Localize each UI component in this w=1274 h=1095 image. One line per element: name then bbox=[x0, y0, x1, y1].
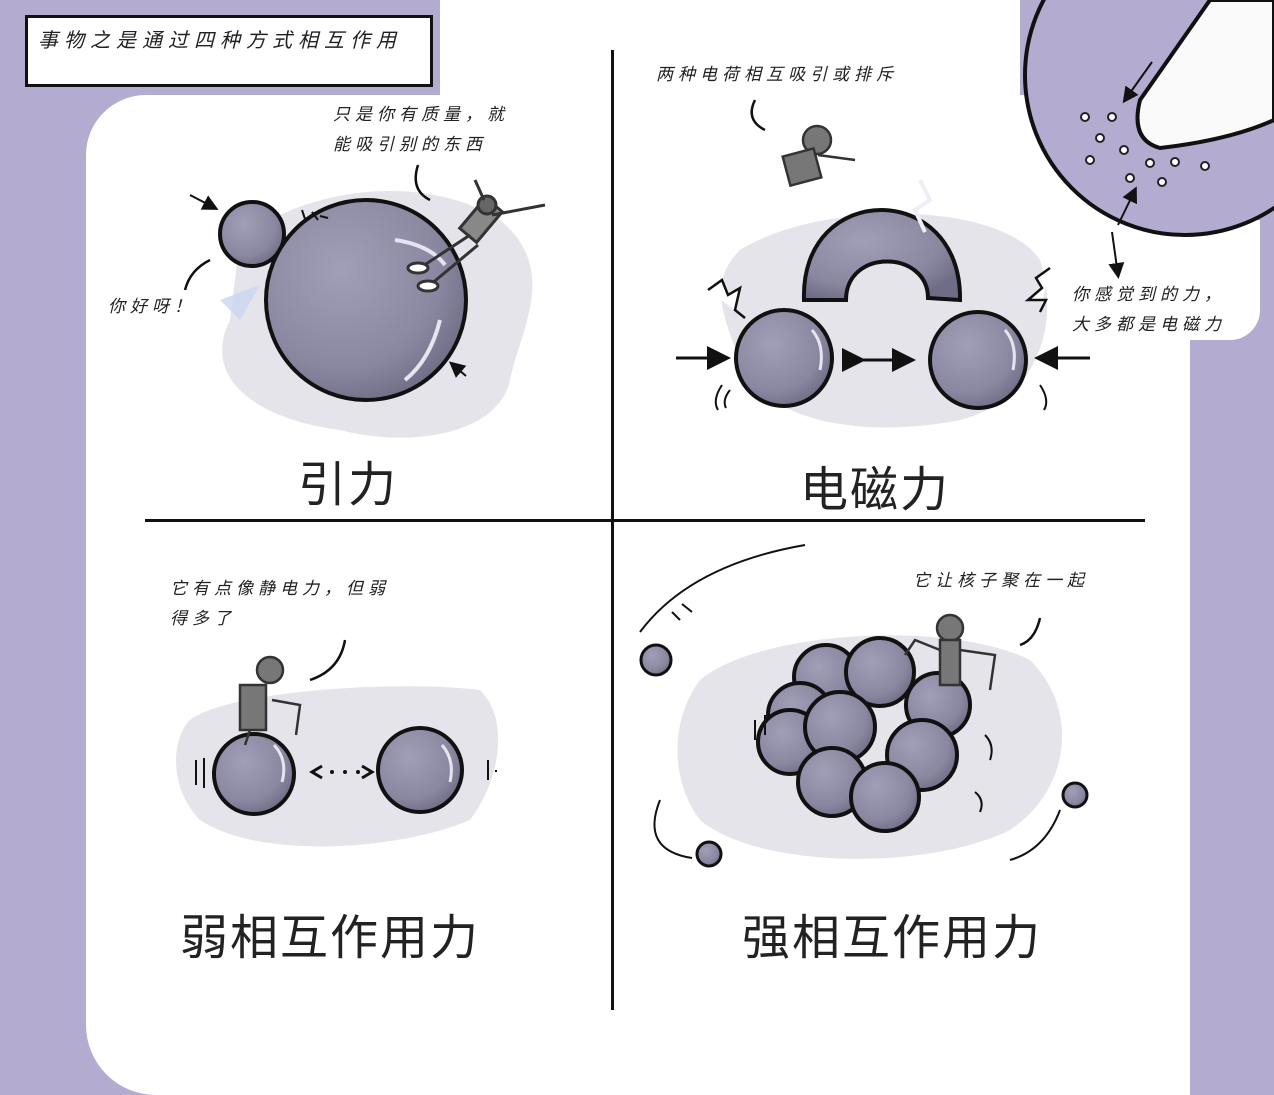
gravity-illustration bbox=[185, 165, 545, 438]
gravity-note-left: 你好呀！ bbox=[108, 292, 196, 322]
strong-note-top: 它让核子聚在一起 bbox=[913, 566, 1089, 596]
electromagnetic-label: 电磁力 bbox=[800, 450, 950, 520]
weak-note-top: 它有点像静电力，但弱 得多了 bbox=[170, 574, 390, 634]
free-particle-icon bbox=[641, 645, 671, 675]
title-text: 事物之是通过四种方式相互作用 bbox=[38, 28, 402, 52]
horizontal-divider bbox=[145, 519, 1145, 522]
charged-sphere-left-icon bbox=[736, 310, 832, 406]
free-particle-icon bbox=[697, 842, 721, 866]
finger-inset bbox=[1025, 0, 1274, 235]
title-box: 事物之是通过四种方式相互作用 bbox=[25, 15, 433, 87]
gravity-label: 引力 bbox=[298, 445, 398, 515]
particle-left-icon bbox=[214, 734, 294, 814]
charged-sphere-right-icon bbox=[930, 312, 1026, 408]
person-icon bbox=[783, 126, 855, 186]
particle-right-icon bbox=[378, 728, 462, 812]
electromagnetic-note-right: 你感觉到的力， 大多都是电磁力 bbox=[1072, 280, 1226, 340]
large-sphere-icon bbox=[266, 200, 466, 400]
strong-label: 强相互作用力 bbox=[742, 898, 1042, 968]
free-particle-icon bbox=[1063, 783, 1087, 807]
weak-illustration bbox=[176, 640, 498, 846]
electromagnetic-note-top: 两种电荷相互吸引或排斥 bbox=[656, 60, 898, 90]
illustration bbox=[0, 0, 1274, 1010]
vertical-divider bbox=[611, 50, 614, 1010]
weak-label: 弱相互作用力 bbox=[180, 898, 480, 968]
gravity-note-top: 只是你有质量，就 能吸引别的东西 bbox=[333, 100, 509, 160]
